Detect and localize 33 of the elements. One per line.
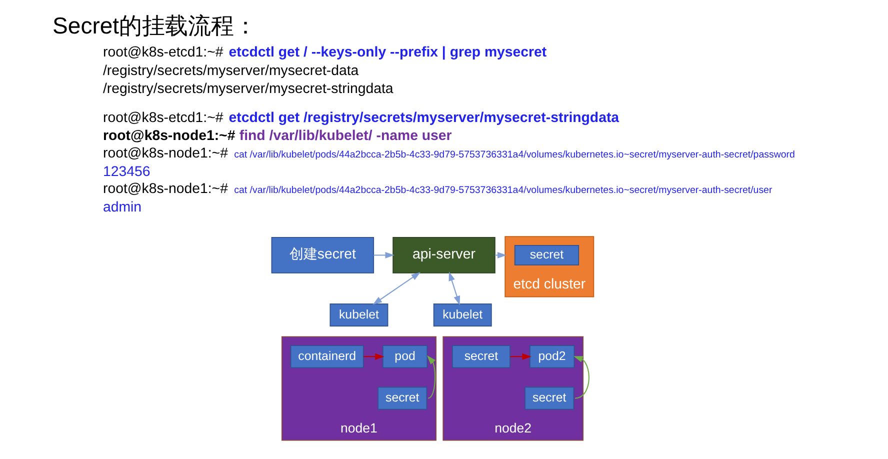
arrow — [574, 356, 590, 399]
node-box: secret — [524, 386, 574, 410]
label: root@k8s-node1:~# — [103, 146, 228, 162]
arrow — [364, 353, 384, 360]
node-box: kubelet — [330, 303, 388, 326]
label: find /var/lib/kubelet/ -name user — [239, 128, 452, 144]
node-box: 创建secret — [271, 237, 374, 274]
label: etcdctl get / --keys-only --prefix | grep mysecret — [228, 44, 547, 61]
label: /registry/secrets/myserver/mysecret-data — [103, 63, 359, 80]
label: 123456 — [103, 164, 150, 180]
arrow — [448, 272, 460, 306]
label: etcdctl get /registry/secrets/myserver/mysecret-stringdata — [228, 110, 620, 126]
node-box: kubelet — [433, 303, 492, 326]
label: root@k8s-node1:~# — [103, 128, 236, 144]
arrow — [510, 353, 532, 360]
node-box: secret — [514, 245, 580, 266]
label: admin — [103, 200, 142, 216]
node-box: secret — [378, 386, 428, 410]
arrow — [426, 355, 436, 399]
arrow — [372, 272, 420, 305]
node-box: secret — [452, 345, 510, 368]
node-box: pod2 — [529, 345, 575, 368]
label: root@k8s-etcd1:~# — [103, 110, 224, 126]
node-box: api-server — [392, 237, 496, 274]
label: root@k8s-etcd1:~# — [103, 44, 224, 61]
label: cat /var/lib/kubelet/pods/44a2bcca-2b5b-4c33-9d79-5753736331a4/volumes/kubernetes.io~secret/myserver-auth-secret/user — [234, 185, 772, 196]
label: /registry/secrets/myserver/mysecret-stringdata — [103, 80, 394, 97]
node-box: containerd — [290, 345, 364, 368]
diagram-title: Secret的挂载流程： — [52, 12, 258, 39]
node-box: pod — [382, 345, 428, 368]
arrow — [374, 252, 394, 258]
label: cat /var/lib/kubelet/pods/44a2bcca-2b5b-4c33-9d79-5753736331a4/volumes/kubernetes.io~secret/myserver-auth-secret/password — [234, 150, 795, 161]
label: root@k8s-node1:~# — [103, 181, 228, 198]
